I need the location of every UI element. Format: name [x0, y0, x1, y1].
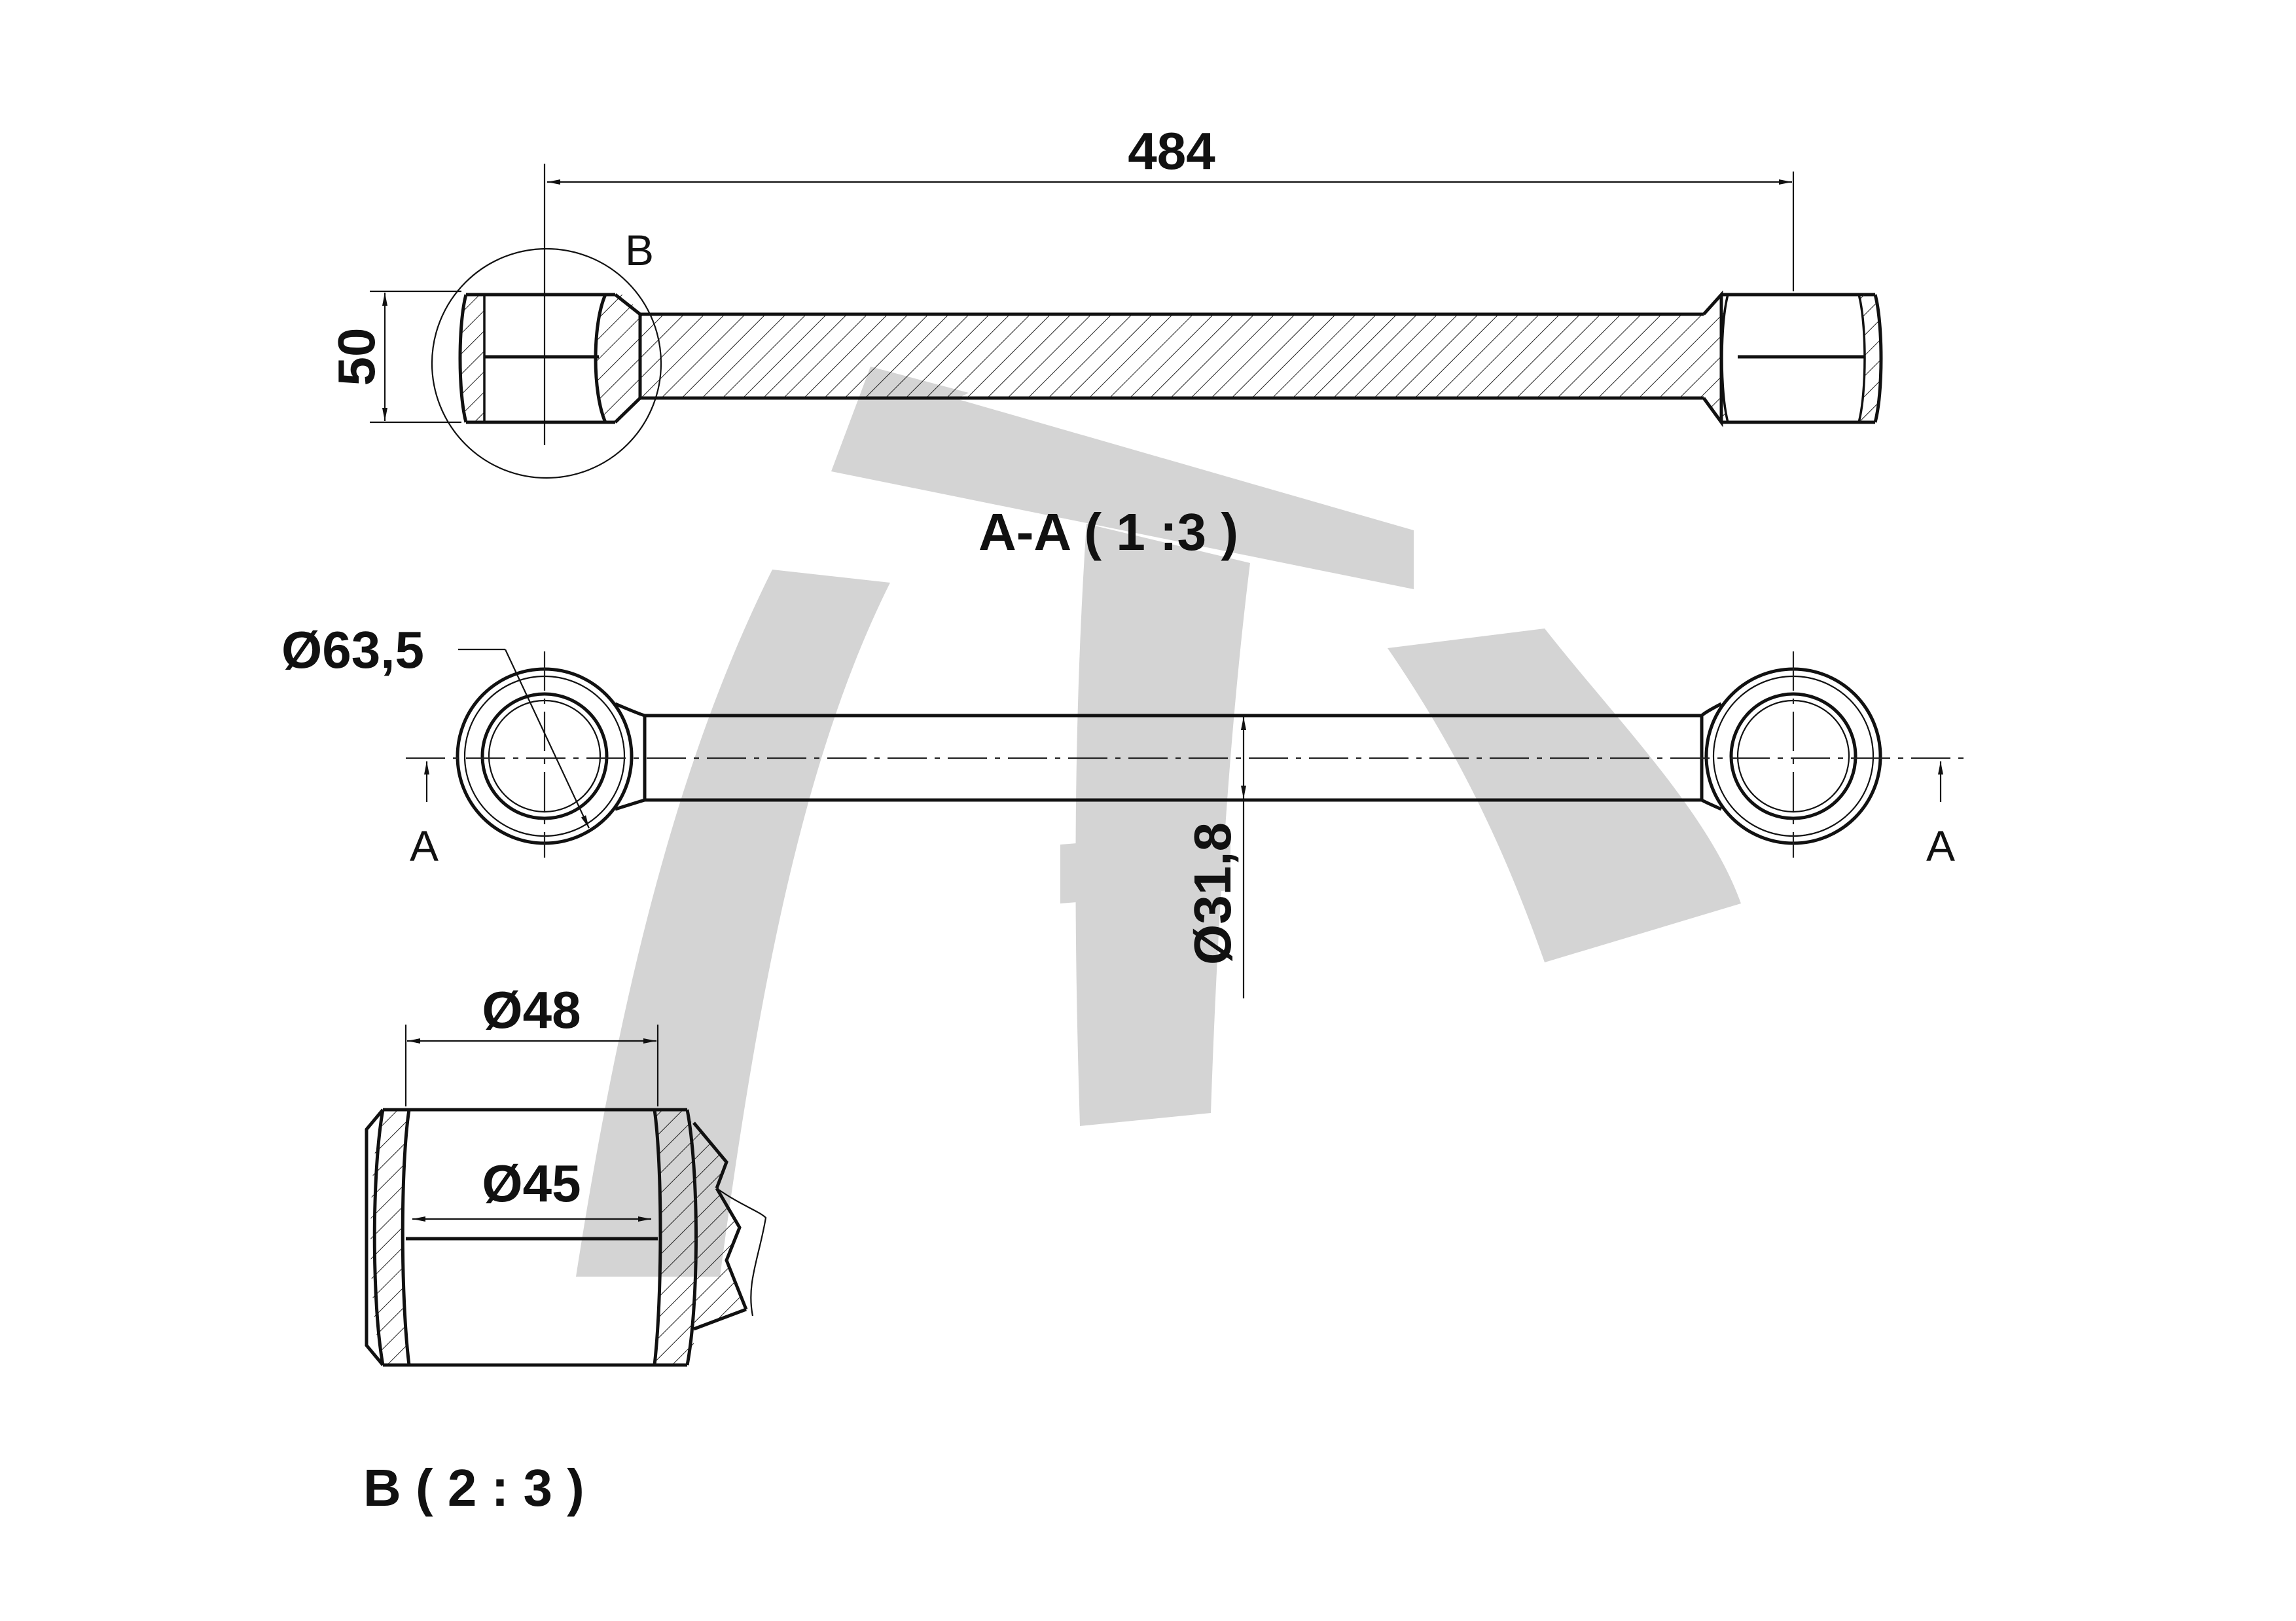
section-view-title: A-A ( 1 :3 )	[978, 503, 1238, 561]
detail-view-title: B ( 2 : 3 )	[363, 1459, 584, 1517]
right-eye-section	[1702, 290, 1883, 428]
plan-view: A A Ø63,5 Ø31,8	[281, 621, 1964, 998]
overall-length-value: 484	[1128, 122, 1215, 180]
brand-logo-watermark	[576, 367, 1741, 1277]
section-view-a-a: B 484 50 A-A ( 1 :3 )	[327, 122, 1883, 561]
section-marker-a-left: A	[410, 761, 439, 870]
dimension-overall-length: 484	[547, 122, 1795, 291]
left-eye-plan	[456, 667, 647, 845]
dimension-eye-diameter: Ø63,5	[281, 621, 590, 829]
right-eye-plan	[1700, 667, 1882, 845]
detail-view-b: Ø48 Ø45 B ( 2 : 3 )	[363, 981, 767, 1517]
dimension-tube-diameter: Ø31,8	[1183, 717, 1246, 998]
dimension-bushing-outer: Ø48	[404, 981, 659, 1106]
bushing-inner-value: Ø45	[482, 1154, 581, 1212]
section-marker-left-label: A	[410, 822, 439, 870]
detail-b-marker: B	[625, 226, 654, 274]
bushing-outer-value: Ø48	[482, 981, 581, 1039]
left-eye-section	[458, 293, 642, 424]
height-value: 50	[327, 328, 386, 386]
section-marker-right-label: A	[1926, 822, 1955, 870]
dimension-bushing-inner: Ø45	[412, 1154, 651, 1222]
eye-diameter-value: Ø63,5	[281, 621, 424, 679]
tube-section	[640, 314, 1704, 398]
section-marker-a-right: A	[1926, 761, 1955, 870]
dimension-height: 50	[327, 290, 461, 424]
detail-b-circle	[431, 247, 662, 479]
tube-diameter-value: Ø31,8	[1183, 822, 1242, 965]
